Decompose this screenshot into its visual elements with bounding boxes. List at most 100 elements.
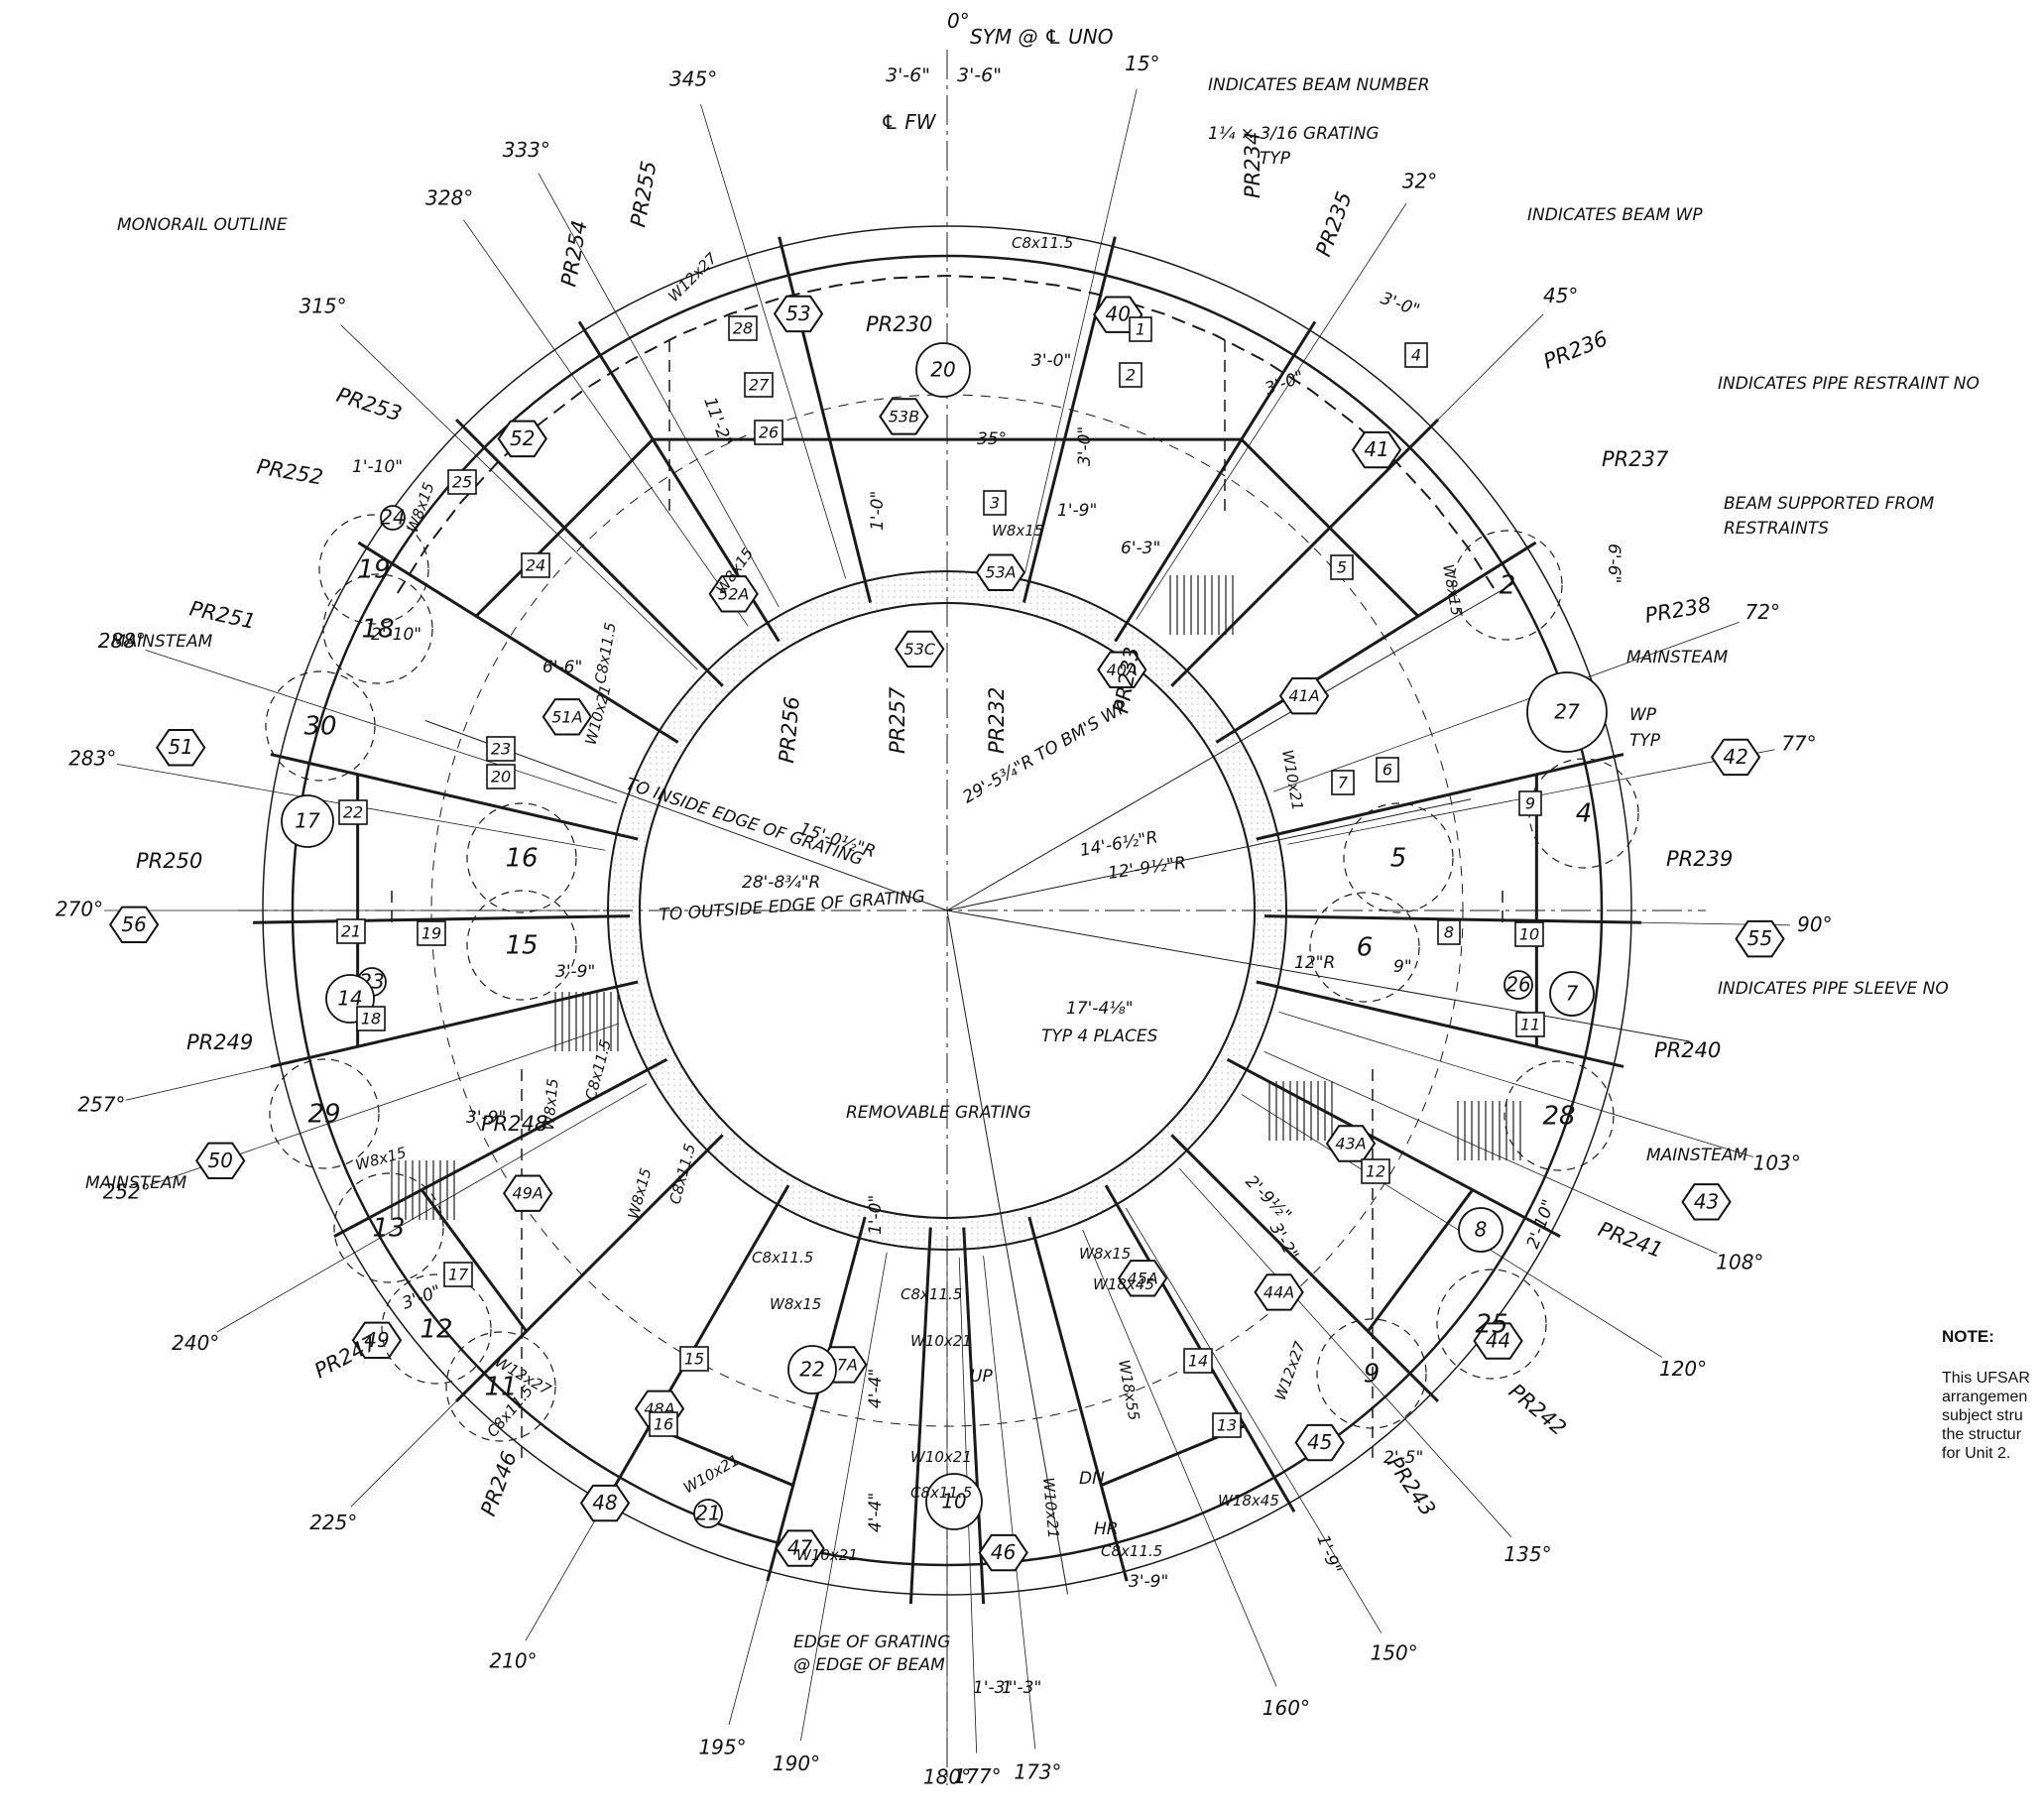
chord-beam bbox=[1367, 1188, 1474, 1333]
beam-number: 43A bbox=[1335, 1135, 1366, 1153]
sleeve-outline-large bbox=[269, 1058, 380, 1169]
radial-beam bbox=[1114, 320, 1317, 643]
beam-hexagon-outline bbox=[1254, 1273, 1304, 1311]
wp-box bbox=[1330, 554, 1354, 580]
wp-box bbox=[649, 1411, 678, 1437]
callout-label: INDICATES BEAM WP bbox=[1527, 205, 1703, 225]
member-size-label: W10x21 bbox=[1039, 1477, 1062, 1539]
member-size-label: W12x27 bbox=[664, 249, 721, 305]
wp-box bbox=[1183, 1348, 1213, 1374]
wp-box bbox=[1129, 316, 1152, 342]
beam-number: 44A bbox=[1263, 1282, 1294, 1301]
wp-box bbox=[1515, 1012, 1545, 1037]
radial-beam bbox=[454, 418, 724, 687]
radial-beam bbox=[962, 1227, 986, 1605]
wp-box bbox=[447, 469, 477, 495]
sleeve-number: 5 bbox=[1390, 844, 1407, 874]
degree-label: 103° bbox=[1753, 1150, 1801, 1174]
beam-number: 51 bbox=[169, 735, 193, 759]
beam-number: 40A bbox=[1107, 661, 1138, 679]
wp-number: 16 bbox=[654, 1415, 673, 1434]
monorail-outline bbox=[396, 274, 1499, 594]
dimension-label: 6'-6" bbox=[1604, 544, 1623, 583]
dimension-label: 2'-10" bbox=[1523, 1197, 1559, 1252]
sleeve-outline-large bbox=[445, 1331, 556, 1442]
member-size-label: W12x27 bbox=[1271, 1339, 1309, 1403]
sleeve-outline-large bbox=[265, 670, 376, 782]
note-block: NOTE: This UFSAR arrangemen subject stru… bbox=[1942, 1327, 2044, 1463]
member-size-label: C8x11.5 bbox=[910, 1484, 972, 1502]
sleeve-number: 27 bbox=[1554, 700, 1580, 724]
wp-box bbox=[336, 918, 366, 944]
pipe-restraint-label: PR248 bbox=[481, 1112, 547, 1136]
dimension-label: 3'-0" bbox=[1075, 426, 1095, 466]
beam-hexagon: 53C bbox=[895, 630, 945, 668]
beam-hexagon: 47 bbox=[775, 1529, 825, 1567]
member-size-label: W8x15 bbox=[540, 1078, 561, 1132]
beam-hexagon: 48 bbox=[579, 1484, 631, 1522]
wp-box bbox=[728, 315, 758, 341]
beam-hexagon-outline bbox=[579, 1484, 631, 1522]
member-size-label: W10x21 bbox=[910, 1332, 972, 1350]
wp-box bbox=[1404, 342, 1428, 368]
degree-label: 173° bbox=[1014, 1760, 1061, 1784]
wp-number: 19 bbox=[421, 924, 441, 943]
wp-number: 7 bbox=[1338, 774, 1349, 792]
degree-label: 270° bbox=[56, 898, 103, 921]
sleeve-number: 22 bbox=[799, 1358, 824, 1382]
sleeve-number: 26 bbox=[1505, 973, 1530, 997]
sleeve-number: 19 bbox=[357, 555, 390, 585]
dimension-label: 28'-8¾"R bbox=[742, 873, 820, 893]
dimension-label: 3'-9" bbox=[466, 1108, 506, 1128]
beam-hexagon: 51A bbox=[541, 698, 593, 736]
degree-label: 108° bbox=[1716, 1250, 1763, 1273]
beam-number: 43 bbox=[1694, 1189, 1719, 1213]
callout-label: @ EDGE OF BEAM bbox=[793, 1655, 945, 1675]
beam-hexagon: 49 bbox=[351, 1321, 403, 1360]
wp-box bbox=[1361, 1158, 1390, 1184]
dimension-label: 3'-0" bbox=[1378, 289, 1422, 321]
wp-box bbox=[443, 1262, 473, 1287]
sleeve-number: 6 bbox=[1357, 933, 1374, 963]
dimension-label: 2'-5" bbox=[1383, 1448, 1423, 1468]
sleeve-outline-large bbox=[381, 1273, 492, 1385]
degree-ray bbox=[983, 1256, 1036, 1750]
wp-number: 22 bbox=[343, 803, 363, 822]
degree-label: 195° bbox=[698, 1736, 746, 1759]
wp-number: 10 bbox=[1519, 925, 1539, 944]
beam-hexagon: 41 bbox=[1351, 430, 1402, 469]
beam-hexagon: 42 bbox=[1710, 738, 1761, 777]
radial-beam bbox=[333, 1057, 668, 1238]
degree-label: 120° bbox=[1659, 1357, 1707, 1381]
sleeve-circle bbox=[281, 794, 334, 848]
degree-label: 135° bbox=[1503, 1542, 1551, 1566]
degree-ray bbox=[1278, 1011, 1753, 1157]
wp-number: 23 bbox=[491, 740, 511, 759]
beam-number: 56 bbox=[121, 912, 146, 936]
beam-number: 53 bbox=[785, 302, 810, 325]
member-size-label: W10x21 bbox=[910, 1448, 972, 1466]
beam-hexagon: 45A bbox=[1117, 1260, 1168, 1297]
sleeve-outline-large bbox=[333, 1172, 444, 1283]
dimension-label: TYP 4 PLACES bbox=[1041, 1027, 1158, 1046]
sleeve-circle bbox=[1549, 971, 1595, 1017]
wp-number: 27 bbox=[749, 376, 770, 395]
degree-label: 210° bbox=[489, 1648, 537, 1672]
degree-label: 257° bbox=[77, 1092, 125, 1116]
beam-number: 50 bbox=[207, 1149, 232, 1172]
beam-hexagon-outline bbox=[978, 1533, 1028, 1572]
sleeve-number: 24 bbox=[380, 506, 405, 530]
chord-beam bbox=[475, 438, 655, 618]
sleeve-outline-large bbox=[466, 802, 577, 913]
beam-number: 48 bbox=[592, 1491, 617, 1514]
beam-hexagon-outline bbox=[502, 1174, 553, 1212]
centerline-fw-label: ℄ FW bbox=[881, 110, 937, 134]
pipe-restraint-label: PR257 bbox=[886, 686, 909, 754]
member-size-label: C8x11.5 bbox=[665, 1142, 699, 1206]
dimension-label: 9" bbox=[1393, 957, 1412, 977]
pipe-restraint-label: PR242 bbox=[1504, 1379, 1571, 1440]
symmetry-note: SYM @ ℄ UNO bbox=[970, 25, 1114, 49]
beam-hexagon-outline bbox=[708, 575, 759, 613]
beam-hexagon-outline bbox=[1351, 430, 1402, 469]
